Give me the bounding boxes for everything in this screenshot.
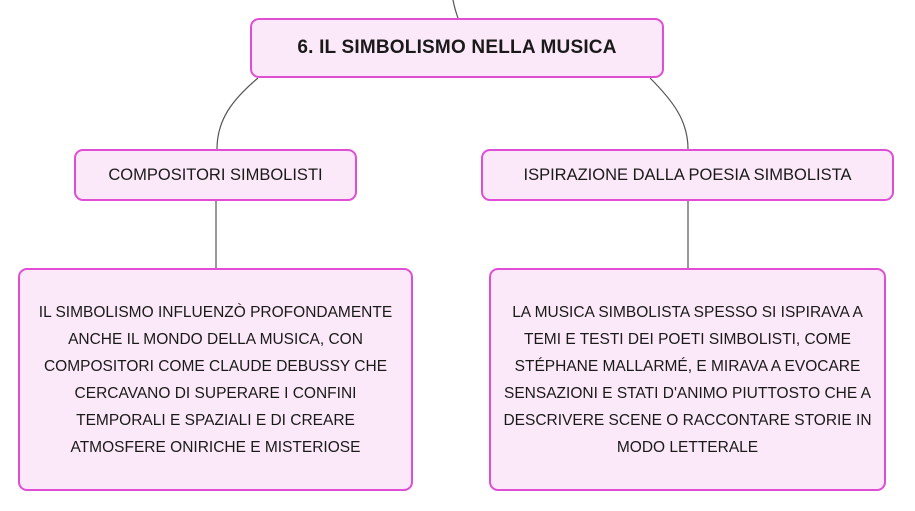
detail-node-compositori[interactable]: IL SIMBOLISMO INFLUENZÒ PROFONDAMENTE AN… [18, 268, 413, 491]
detail-text-ispirazione: LA MUSICA SIMBOLISTA SPESSO SI ISPIRAVA … [503, 303, 872, 456]
branch-label-compositori: COMPOSITORI SIMBOLISTI [108, 165, 323, 184]
branch-node-compositori[interactable]: COMPOSITORI SIMBOLISTI [74, 149, 357, 201]
root-topic-title: 6. IL SIMBOLISMO NELLA MUSICA [297, 37, 617, 58]
branch-label-ispirazione: ISPIRAZIONE DALLA POESIA SIMBOLISTA [523, 165, 852, 184]
connector-root-to-left [216, 77, 259, 150]
root-topic-node[interactable]: 6. IL SIMBOLISMO NELLA MUSICA [250, 18, 664, 78]
incoming-connector [452, 0, 459, 19]
detail-node-ispirazione[interactable]: LA MUSICA SIMBOLISTA SPESSO SI ISPIRAVA … [489, 268, 886, 491]
connector-root-to-right [649, 77, 689, 150]
branch-node-ispirazione[interactable]: ISPIRAZIONE DALLA POESIA SIMBOLISTA [481, 149, 894, 201]
detail-text-compositori: IL SIMBOLISMO INFLUENZÒ PROFONDAMENTE AN… [38, 303, 393, 456]
